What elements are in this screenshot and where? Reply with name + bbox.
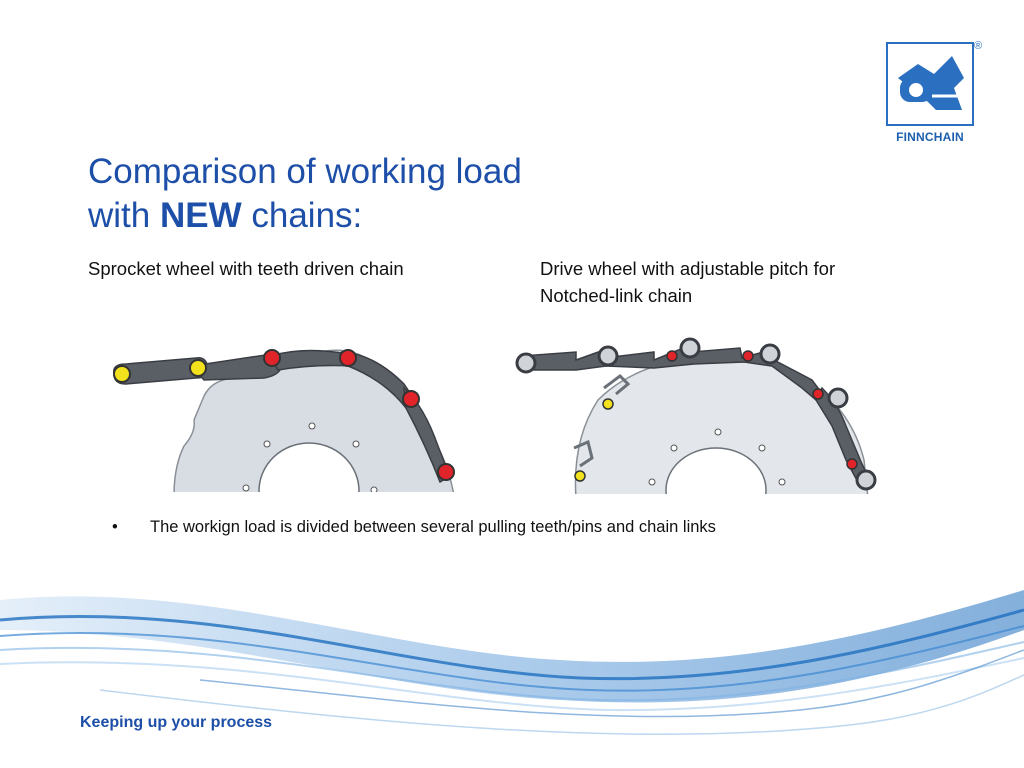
pin-red [339, 349, 357, 367]
decorative-wave-band [0, 590, 1024, 736]
chain-roller [759, 343, 781, 365]
logo-box [886, 42, 974, 126]
wheel-hub [258, 442, 360, 492]
bolt-hole [263, 440, 271, 448]
chain-roller [679, 337, 701, 359]
pin-red [812, 388, 824, 400]
chain-roller [515, 352, 537, 374]
bolt-hole [370, 486, 378, 492]
logo-brand-text: FINNCHAIN [896, 130, 964, 144]
caption-sprocket: Sprocket wheel with teeth driven chain [88, 258, 404, 279]
bolt-hole [758, 444, 766, 452]
bolt-hole [778, 478, 786, 486]
bolt-hole [308, 422, 316, 430]
chain-roller [827, 387, 849, 409]
pin-yellow [189, 359, 207, 377]
caption-drive-wheel: Drive wheel with adjustable pitch for No… [540, 255, 920, 309]
sprocket-wheel-chain-diagram [113, 349, 455, 492]
chain-roller [597, 345, 619, 367]
pitch-bracket [603, 374, 631, 396]
caption-drive-line-2: Notched-link chain [540, 285, 693, 306]
pin-red [263, 349, 281, 367]
pin-yellow [602, 398, 614, 410]
bolt-hole [352, 440, 360, 448]
bolt-hole [714, 428, 722, 436]
chain-roller [855, 469, 877, 491]
title-line-1: Comparison of working load [88, 152, 522, 191]
bullet-item: • The workign load is divided between sev… [112, 518, 716, 537]
slide-title: Comparison of working load with NEW chai… [88, 150, 522, 238]
title-with: with [88, 196, 151, 235]
caption-drive-line-1: Drive wheel with adjustable pitch for [540, 258, 836, 279]
bolt-hole [648, 478, 656, 486]
title-new: NEW [159, 196, 242, 235]
title-chains: chains: [251, 196, 363, 235]
pin-red [437, 463, 455, 481]
pin-yellow [574, 470, 586, 482]
bolt-hole [670, 444, 678, 452]
bullet-marker: • [112, 518, 118, 536]
registered-mark: ® [974, 40, 983, 52]
wheel-hub [665, 447, 767, 494]
pitch-bracket [573, 439, 594, 468]
footer-tagline: Keeping up your process [80, 714, 273, 731]
pin-yellow [113, 365, 131, 383]
bullet-text: The workign load is divided between seve… [150, 518, 716, 536]
pin-red [742, 350, 754, 362]
title-line-2: with NEW chains: [88, 194, 522, 238]
pin-red [402, 390, 420, 408]
pin-red [846, 458, 858, 470]
bolt-hole [242, 484, 250, 492]
drive-wheel-notched-chain-diagram [515, 337, 877, 494]
finnchain-logo: ® FINNCHAIN [886, 40, 982, 148]
pin-red [666, 350, 678, 362]
finnchain-logo-icon [898, 56, 964, 110]
